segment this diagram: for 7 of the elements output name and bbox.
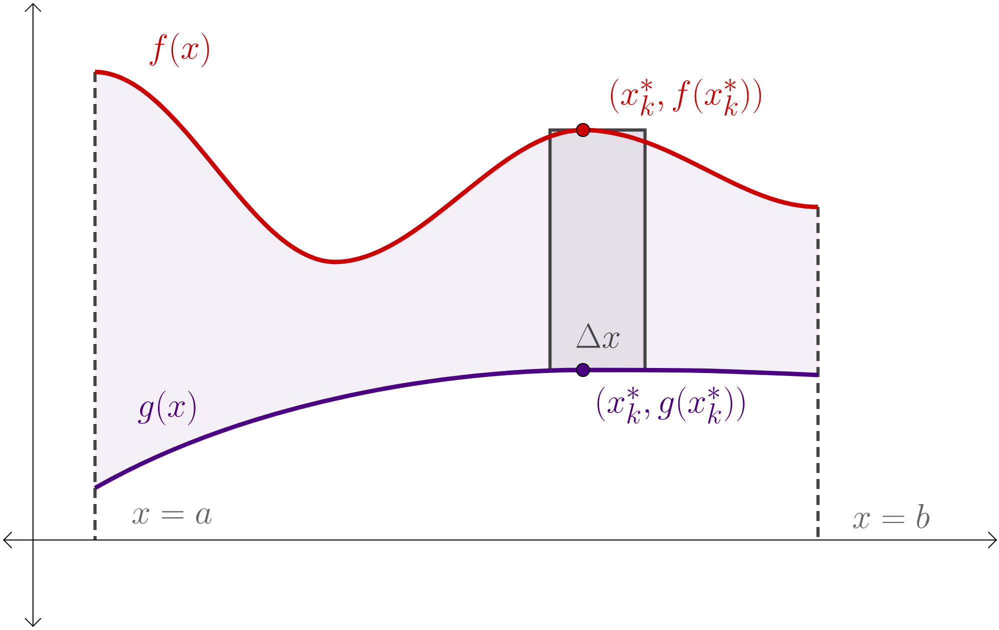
formula-label: $(x_k^*, g(x_k^*))$ — [597, 386, 744, 424]
formula-label: $x = a$ — [132, 508, 212, 524]
formula-label: $\Delta x$ — [576, 323, 620, 348]
formula-label: $x = b$ — [853, 504, 930, 528]
formula-label: $(x_k^*, f(x_k^*))$ — [611, 78, 761, 116]
formula-label: $f(x)$ — [150, 32, 209, 68]
formula-label: $g(x)$ — [138, 390, 196, 426]
